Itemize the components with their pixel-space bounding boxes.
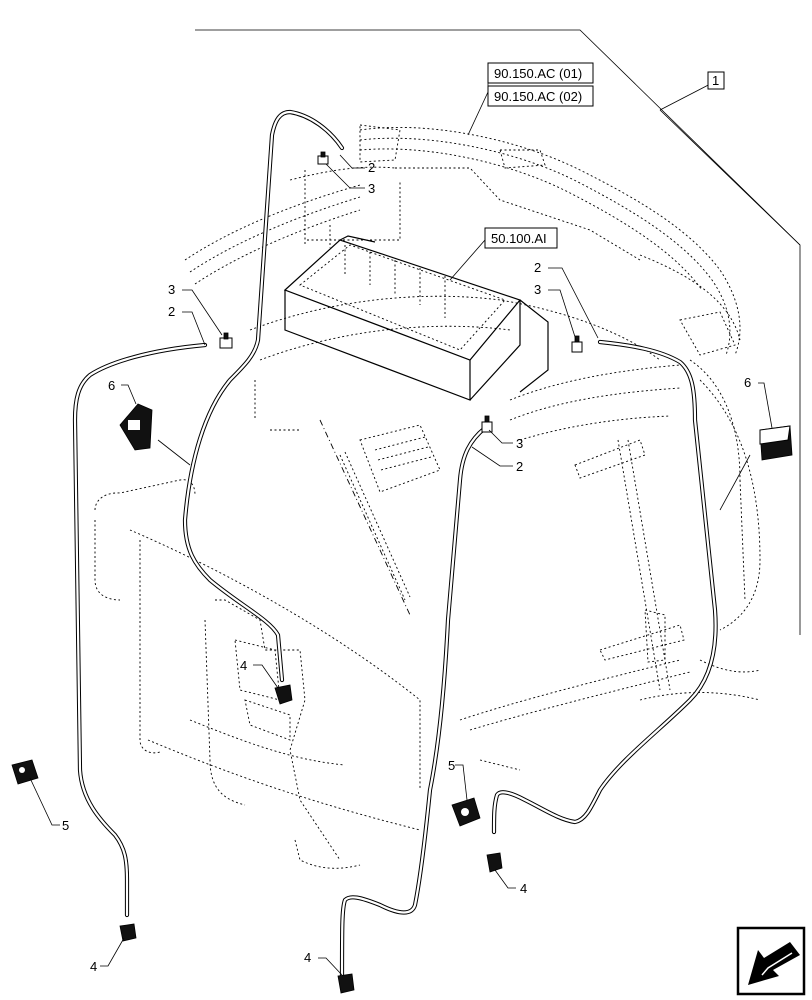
nozzle-bottom-left [119,923,137,942]
nozzle-bottom-center [337,973,355,994]
callout-4-bottom-left: 4 [90,959,97,974]
callout-3-center: 3 [516,436,523,451]
arrow-back-icon[interactable] [736,926,806,996]
callout-2-center: 2 [516,459,523,474]
callout-4-center: 4 [520,881,527,896]
callout-3-right: 3 [534,282,541,297]
callout-4-bottom-center: 4 [304,950,311,965]
leader-lines [29,154,773,976]
washer-hose-long [182,109,345,683]
svg-text:90.150.AC (02): 90.150.AC (02) [494,89,582,104]
nozzle-mid [274,684,293,705]
callout-5-center: 5 [448,758,455,773]
svg-text:90.150.AC (01): 90.150.AC (01) [494,66,582,81]
front-vent [359,424,441,493]
connector-right [571,335,583,353]
nozzle-center [486,852,503,873]
washer-hose-right [491,339,718,835]
connector-left [219,332,233,349]
reference-box-50-100-ai[interactable]: 50.100.AI [484,227,558,249]
connector-top [317,151,329,165]
callout-1: 1 [707,71,725,90]
callout-3-left: 3 [168,282,175,297]
mount-left [11,759,39,785]
bracket-right [759,425,793,461]
callout-5-left: 5 [62,818,69,833]
callout-2-left: 2 [168,304,175,319]
washer-hose-left [72,342,208,918]
callout-2-top: 2 [368,160,375,175]
callout-3-top: 3 [368,181,375,196]
washer-hose-center [339,425,488,988]
callout-6-left: 6 [108,378,115,393]
wiper-blade [319,419,411,616]
cab-roof [184,124,741,441]
mount-center [451,797,481,827]
reference-box-90-150-ac-01[interactable]: 90.150.AC (01) [487,62,594,105]
hvac-housing [283,170,549,401]
callout-4-mid: 4 [240,658,247,673]
connector-center [481,415,493,433]
callout-6-right: 6 [744,375,751,390]
svg-text:1: 1 [712,73,719,88]
rear-wiper-linkage [574,439,685,691]
reference-box-90-150-ac-02[interactable]: 90.150.AC (02) [487,85,594,107]
svg-text:50.100.AI: 50.100.AI [491,231,547,246]
cab-frame [94,359,761,869]
bracket-left [119,403,153,451]
callout-2-right: 2 [534,260,541,275]
